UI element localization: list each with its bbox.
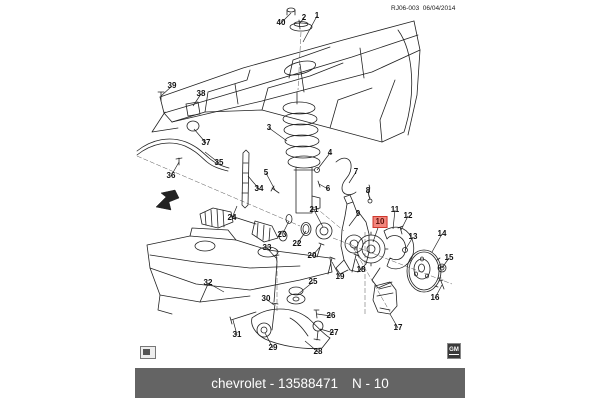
callout-27[interactable]: 27 [329, 328, 339, 337]
callout-26[interactable]: 26 [326, 311, 336, 320]
callout-33[interactable]: 33 [262, 243, 272, 252]
callout-40[interactable]: 40 [276, 18, 286, 27]
catalog-part-number: chevrolet - 13588471 [211, 375, 339, 391]
callout-5[interactable]: 5 [263, 168, 269, 177]
callout-22[interactable]: 22 [292, 239, 302, 248]
callout-14[interactable]: 14 [437, 229, 447, 238]
callout-39[interactable]: 39 [167, 81, 177, 90]
callout-1[interactable]: 1 [314, 11, 320, 20]
callout-2[interactable]: 2 [301, 13, 307, 22]
callout-10[interactable]: 10 [372, 216, 388, 228]
callout-13[interactable]: 13 [408, 232, 418, 241]
callout-38[interactable]: 38 [196, 89, 206, 98]
callout-37[interactable]: 37 [201, 138, 211, 147]
callout-9[interactable]: 9 [355, 209, 361, 218]
callout-7[interactable]: 7 [353, 167, 359, 176]
callout-35[interactable]: 35 [214, 158, 224, 167]
callout-28[interactable]: 28 [313, 347, 323, 356]
callout-36[interactable]: 36 [166, 171, 176, 180]
callout-32[interactable]: 32 [203, 278, 213, 287]
callout-11[interactable]: 11 [390, 205, 400, 214]
callout-3[interactable]: 3 [266, 123, 272, 132]
callout-19[interactable]: 19 [335, 272, 345, 281]
callout-20[interactable]: 20 [307, 251, 317, 260]
callout-23[interactable]: 23 [277, 230, 287, 239]
callout-18[interactable]: 18 [356, 265, 366, 274]
callout-31[interactable]: 31 [232, 330, 242, 339]
callout-29[interactable]: 29 [268, 343, 278, 352]
document-reference: RJ06-003 06/04/2014 [391, 5, 456, 12]
page-marker-icon [140, 346, 156, 359]
callout-25[interactable]: 25 [308, 277, 318, 286]
callout-30[interactable]: 30 [261, 294, 271, 303]
callout-34[interactable]: 34 [254, 184, 264, 193]
callout-15[interactable]: 15 [444, 253, 454, 262]
callout-8[interactable]: 8 [365, 186, 371, 195]
gm-logo: GM [447, 343, 461, 359]
callout-16[interactable]: 16 [430, 293, 440, 302]
fwd-direction-arrow-icon [155, 189, 180, 211]
callout-4[interactable]: 4 [327, 148, 333, 157]
callout-17[interactable]: 17 [393, 323, 403, 332]
callout-24[interactable]: 24 [227, 213, 237, 222]
page-reference: N - 10 [352, 375, 389, 391]
footer-bar: chevrolet - 13588471 N - 10 [135, 368, 465, 398]
callout-6[interactable]: 6 [325, 184, 331, 193]
callout-21[interactable]: 21 [309, 205, 319, 214]
callout-12[interactable]: 12 [403, 211, 413, 220]
